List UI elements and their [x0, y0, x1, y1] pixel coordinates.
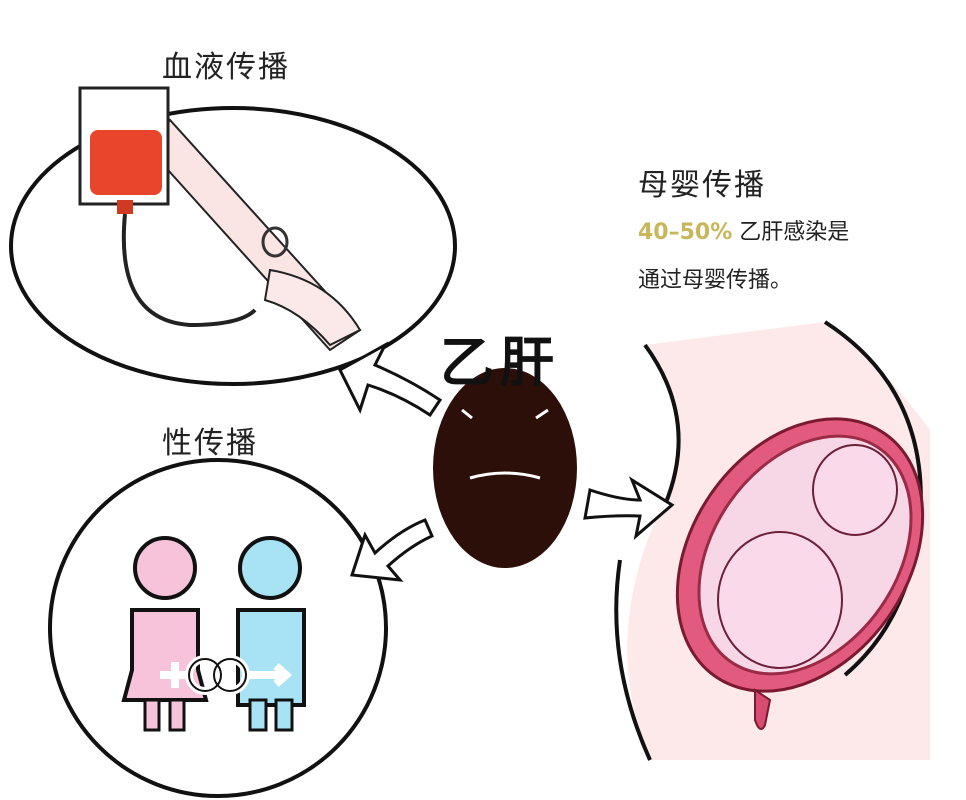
- blood-transmission-label: 血液传播: [162, 50, 290, 85]
- mother-stat-percent: 40–50%: [638, 220, 733, 245]
- mother-stat-text-2: 通过母婴传播。: [638, 268, 793, 293]
- sexual-transmission-label: 性传播: [162, 426, 258, 461]
- blood-circle: [9, 106, 457, 386]
- arrow-to-sexual-icon: [350, 518, 434, 582]
- mother-stat-line-1: 40–50% 乙肝感染是: [638, 214, 849, 246]
- arrow-to-blood-icon: [338, 341, 443, 418]
- center-title: 乙肝: [440, 331, 560, 394]
- liver-icon: [433, 368, 577, 568]
- mother-child-transmission-label: 母婴传播: [638, 168, 766, 203]
- arrow-to-mother-icon: [583, 476, 675, 540]
- sexual-circle: [48, 458, 388, 798]
- pregnant-womb-icon: [614, 320, 930, 761]
- couple-gender-symbols-icon: [121, 536, 306, 732]
- mother-stat-text-1: 乙肝感染是: [739, 220, 850, 245]
- blood-transfusion-icon: [78, 86, 362, 352]
